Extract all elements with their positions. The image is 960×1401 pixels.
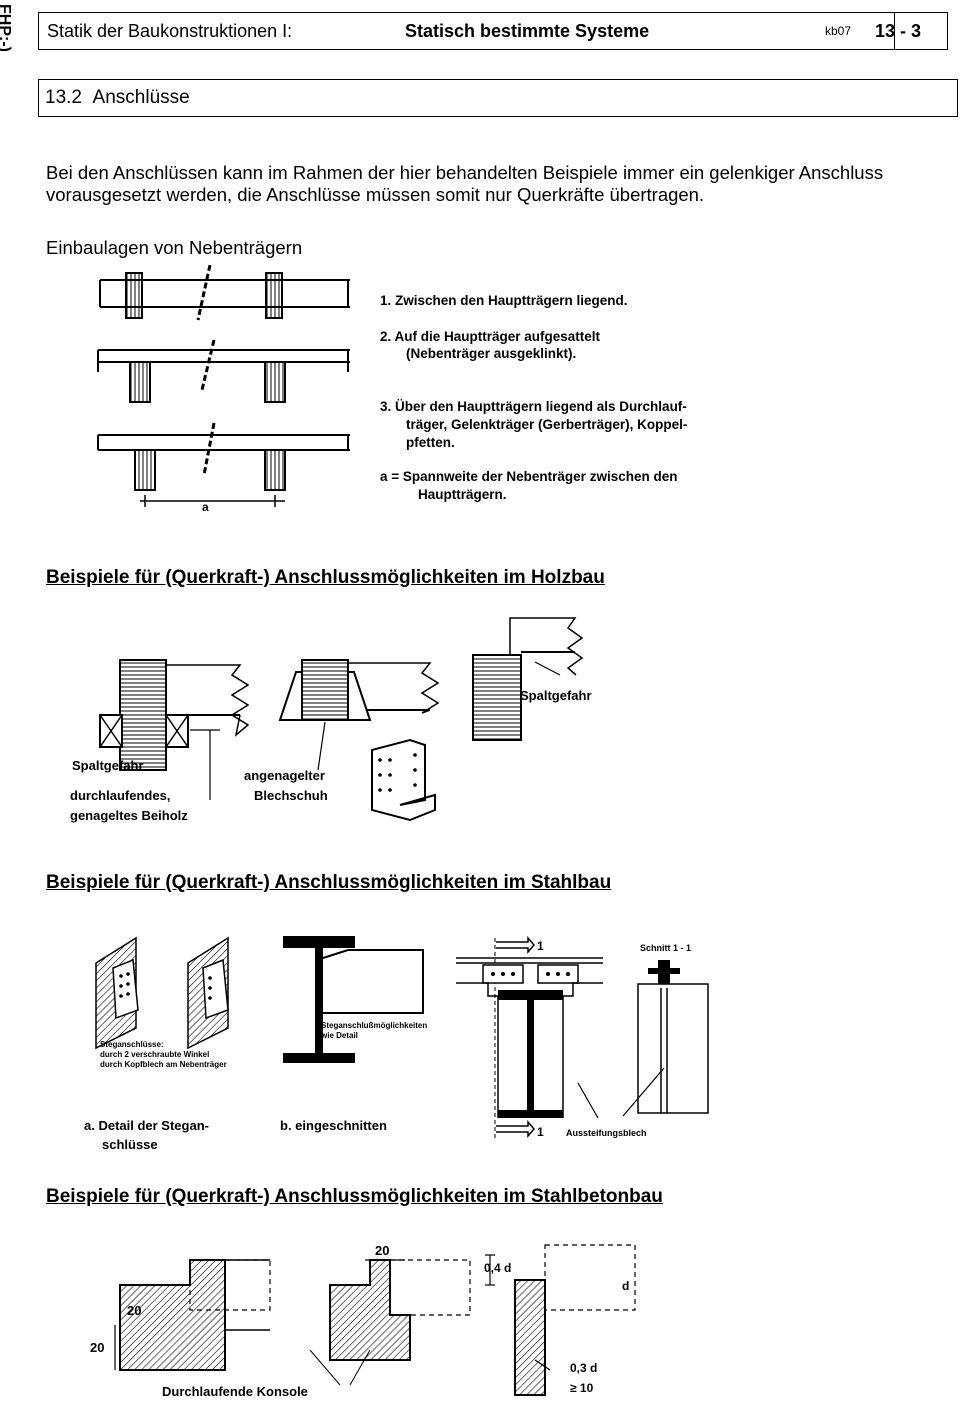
einbau-item-3b: träger, Gelenkträger (Gerberträger), Kop… bbox=[406, 417, 687, 432]
steg-detail-1: Steganschlußmöglichkeiten bbox=[321, 1021, 427, 1030]
dim-20-b: 20 bbox=[90, 1340, 104, 1355]
dim-20-a: 20 bbox=[127, 1303, 141, 1318]
einbaulagen-figure: a 1. Zwischen den Hauptträgern liegend. … bbox=[97, 265, 687, 514]
section-number: 13.2 bbox=[45, 87, 82, 108]
blech-label-1: angenagelter bbox=[244, 768, 325, 783]
page-number: 13 - 3 bbox=[875, 21, 922, 41]
dim-03d: 0,3 d bbox=[570, 1361, 597, 1375]
einbau-note-b: Hauptträgern. bbox=[418, 487, 507, 502]
caption-b: b. eingeschnitten bbox=[280, 1118, 387, 1133]
doc-code: kb07 bbox=[825, 24, 852, 38]
fhp-logo: FHP:-) bbox=[0, 4, 13, 52]
einbau-item-2a: 2. Auf die Hauptträger aufgesattelt bbox=[380, 329, 601, 344]
dim-20-c: 20 bbox=[375, 1243, 389, 1258]
dim-d: d bbox=[622, 1279, 629, 1293]
stahlbau-heading: Beispiele für (Querkraft-) Anschlussmögl… bbox=[46, 872, 612, 893]
schnitt-label: Schnitt 1 - 1 bbox=[640, 943, 691, 953]
section-mark-top: 1 bbox=[537, 939, 544, 953]
page-header: Statik der Baukonstruktionen I: Statisch… bbox=[38, 12, 948, 50]
header-divider bbox=[894, 13, 895, 49]
beiholz-label-1: durchlaufendes, bbox=[70, 788, 170, 803]
steg-title: Steganschlüsse: bbox=[100, 1040, 164, 1049]
konsole-label: Durchlaufende Konsole bbox=[162, 1384, 308, 1399]
intro-paragraph: Bei den Anschlüssen kann im Rahmen der h… bbox=[46, 162, 884, 205]
fhp-logo-text: FHP:-) bbox=[0, 4, 13, 52]
spalt-label-1: Spaltgefahr bbox=[72, 758, 144, 773]
stahlbetonbau-figure: 20 20 20 Durchlaufende Konsole 0,4 d d 0… bbox=[90, 1243, 636, 1399]
beiholz-label-2: genageltes Beiholz bbox=[70, 808, 188, 823]
steg-line-1: durch 2 verschraubte Winkel bbox=[100, 1050, 209, 1059]
spalt-label-2: Spaltgefahr bbox=[520, 688, 592, 703]
einbau-item-3a: 3. Über den Hauptträgern liegend als Dur… bbox=[380, 399, 687, 414]
dim-04d: 0,4 d bbox=[484, 1261, 511, 1275]
steg-detail-2: wie Detail bbox=[320, 1031, 358, 1040]
topic-title: Statisch bestimmte Systeme bbox=[405, 21, 650, 41]
einbau-item-2b: (Nebenträger ausgeklinkt). bbox=[406, 346, 576, 361]
steg-line-2: durch Kopfblech am Nebenträger bbox=[100, 1060, 227, 1069]
stahlbeton-heading: Beispiele für (Querkraft-) Anschlussmögl… bbox=[46, 1186, 663, 1207]
dim-ge10: ≥ 10 bbox=[570, 1381, 594, 1395]
course-title: Statik der Baukonstruktionen I: bbox=[47, 21, 293, 41]
holzbau-heading: Beispiele für (Querkraft-) Anschlussmögl… bbox=[46, 567, 605, 588]
einbau-heading: Einbaulagen von Nebenträgern bbox=[46, 237, 303, 258]
caption-a-1: a. Detail der Stegan- bbox=[84, 1118, 209, 1133]
holzbau-figure: Spaltgefahr durchlaufendes, genageltes B… bbox=[70, 617, 592, 823]
einbau-note-a: a = Spannweite der Nebenträger zwischen … bbox=[380, 469, 677, 484]
section-heading: 13.2 Anschlüsse bbox=[38, 79, 958, 117]
section-title: Anschlüsse bbox=[92, 87, 190, 108]
dim-a-label: a bbox=[202, 500, 209, 514]
blech-label-2: Blechschuh bbox=[254, 788, 328, 803]
caption-a-2: schlüsse bbox=[102, 1137, 158, 1152]
section-mark-bottom: 1 bbox=[537, 1125, 544, 1139]
aussteif-label: Aussteifungsblech bbox=[566, 1128, 647, 1138]
einbau-item-1: 1. Zwischen den Hauptträgern liegend. bbox=[380, 293, 628, 308]
stahlbau-figure: Steganschlüsse: durch 2 verschraubte Win… bbox=[84, 935, 709, 1152]
einbau-item-3c: pfetten. bbox=[406, 435, 455, 450]
